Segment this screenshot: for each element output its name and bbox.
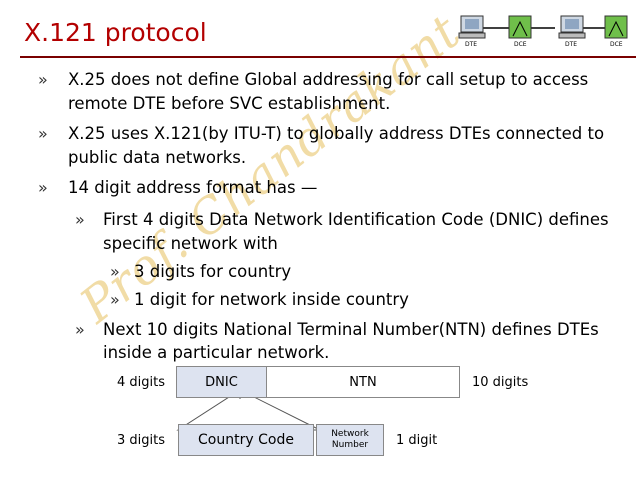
label-10-digits: 10 digits bbox=[472, 375, 529, 390]
title-divider bbox=[20, 56, 636, 58]
network-number-label-2: Number bbox=[331, 440, 369, 450]
label-1-digit: 1 digit bbox=[396, 433, 438, 448]
text-line-5: 14 digit address format has — bbox=[68, 178, 318, 197]
bullet-marker: » bbox=[38, 124, 48, 143]
ntn-label: NTN bbox=[349, 374, 377, 390]
text-line-3: X.25 uses X.121(by ITU-T) to globally ad… bbox=[68, 124, 605, 143]
icon-label-dte-2: DTE bbox=[565, 41, 578, 48]
dnic-box: DNIC bbox=[176, 366, 267, 398]
slide-title: X.121 protocol bbox=[24, 18, 207, 47]
dnic-label: DNIC bbox=[205, 374, 238, 390]
network-number-label-1: Network bbox=[331, 429, 369, 439]
text-line-1: X.25 does not define Global addressing f… bbox=[68, 70, 589, 89]
network-number-box: Network Number bbox=[316, 424, 384, 456]
icon-label-dce-1: DCE bbox=[514, 41, 527, 48]
icon-label-dce-2: DCE bbox=[610, 41, 623, 48]
country-code-label: Country Code bbox=[198, 432, 294, 448]
text-line-11: inside a particular network. bbox=[103, 343, 330, 362]
network-icon-svg bbox=[458, 15, 628, 39]
sub-sub-bullet-marker: » bbox=[110, 262, 120, 281]
text-line-10: Next 10 digits National Terminal Number(… bbox=[103, 320, 599, 339]
icon-label-dte-1: DTE bbox=[465, 41, 478, 48]
bullet-marker: » bbox=[38, 178, 48, 197]
text-line-7: specific network with bbox=[103, 234, 278, 253]
text-line-9: 1 digit for network inside country bbox=[134, 290, 409, 309]
sub-bullet-marker: » bbox=[75, 210, 85, 229]
sub-sub-bullet-marker: » bbox=[110, 290, 120, 309]
label-4-digits: 4 digits bbox=[117, 375, 166, 390]
network-diagram-icon: DTE DCE DTE DCE bbox=[455, 10, 635, 50]
text-line-4: public data networks. bbox=[68, 148, 247, 167]
text-line-2: remote DTE before SVC establishment. bbox=[68, 94, 391, 113]
text-line-8: 3 digits for country bbox=[134, 262, 292, 281]
label-3-digits: 3 digits bbox=[117, 433, 166, 448]
bullet-marker: » bbox=[38, 70, 48, 89]
text-line-6: First 4 digits Data Network Identificati… bbox=[103, 210, 609, 229]
country-code-box: Country Code bbox=[178, 424, 314, 456]
ntn-box: NTN bbox=[266, 366, 460, 398]
sub-bullet-marker: » bbox=[75, 320, 85, 339]
